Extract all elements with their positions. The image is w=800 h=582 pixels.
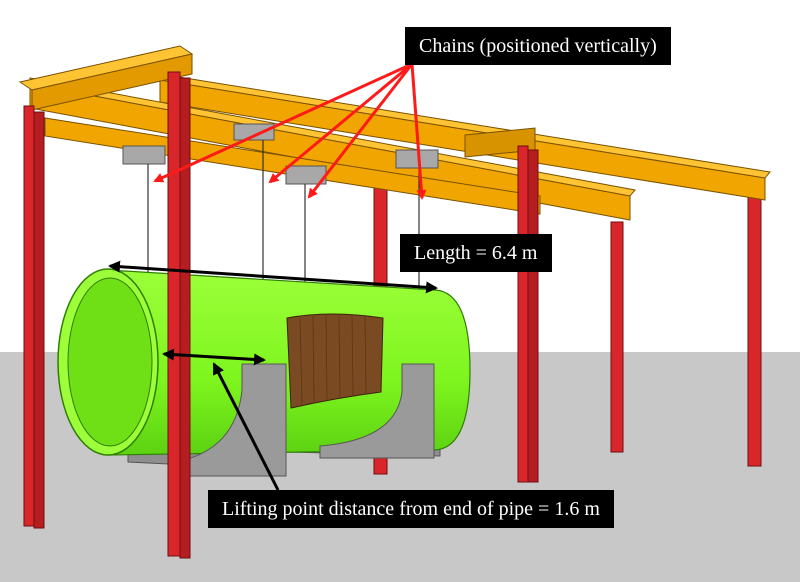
trolley-1: [122, 145, 166, 165]
column-front-left-b: [33, 111, 45, 529]
chain-arrow-2: [268, 62, 413, 184]
dimension-arrows: [108, 260, 438, 491]
chain-arrows: [153, 62, 427, 200]
chain-arrow-4: [410, 63, 427, 200]
column-front-right-a: [517, 145, 529, 483]
pipe-patch: [286, 313, 384, 409]
front-columns: [23, 71, 539, 559]
pipe-end-inner: [67, 277, 153, 447]
column-front-left-a: [23, 105, 35, 527]
column-back-3: [747, 189, 762, 467]
hoist-trolleys: [122, 123, 439, 185]
saddle-right: [319, 363, 435, 459]
column-back-2: [610, 221, 624, 453]
trolley-4: [395, 149, 439, 169]
chain-arrow-3: [307, 63, 414, 199]
column-front-mid-b: [179, 77, 191, 559]
pipe-patch-lines: [299, 313, 367, 405]
chains-label: Chains (positioned vertically): [405, 27, 671, 65]
lifting-pointer-arrow: [212, 362, 280, 491]
chain-arrow-1: [153, 62, 413, 183]
length-arrow: [108, 260, 438, 294]
trolley-2: [233, 123, 275, 141]
column-front-mid-a: [167, 71, 181, 557]
beam-cross-left-side: [31, 53, 193, 111]
lifting-distance-arrow: [162, 348, 266, 366]
length-label: Length = 6.4 m: [400, 234, 552, 272]
column-front-right-b: [527, 149, 539, 483]
pipe: [57, 268, 471, 456]
lifting-distance-label: Lifting point distance from end of pipe …: [208, 490, 614, 528]
